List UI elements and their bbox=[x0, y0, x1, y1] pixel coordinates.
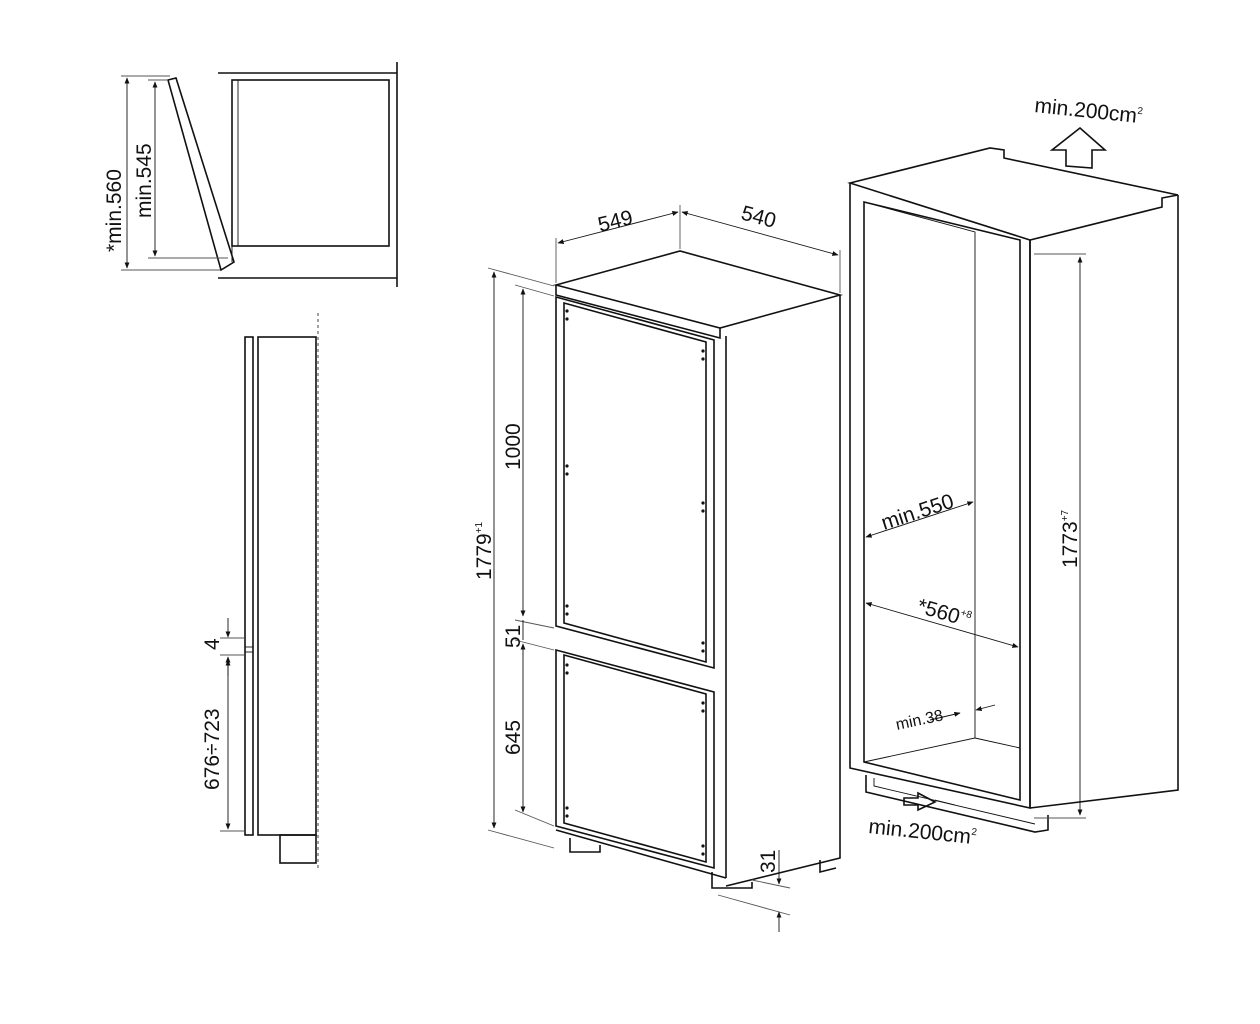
dim-gap-label: 4 bbox=[201, 638, 224, 650]
dim-inner-label: min.545 bbox=[133, 143, 156, 218]
dim-width-label: 549 bbox=[596, 206, 636, 237]
dim-upper-door-label: 1000 bbox=[502, 423, 525, 470]
vent-top-label: min.200cm2 bbox=[1033, 94, 1144, 128]
dim-outer-label: *min.560 bbox=[103, 169, 126, 252]
vent-bottom-label: min.200cm2 bbox=[867, 815, 978, 849]
dim-min38-label: min.38 bbox=[894, 707, 945, 734]
dim-door-gap-label: 51 bbox=[502, 625, 525, 648]
dim-niche-height-label: 1773+7 bbox=[1059, 509, 1082, 568]
dim-depth-label: 540 bbox=[739, 202, 779, 233]
side-view: 4 676÷723 bbox=[201, 313, 319, 870]
niche-view: min.200cm2 min.200cm2 min.550 *560+8 min… bbox=[847, 94, 1179, 849]
dim-niche-width-label: *560+8 bbox=[915, 595, 974, 632]
dim-lower-door-label: 645 bbox=[502, 720, 525, 755]
dim-door-label: 676÷723 bbox=[201, 708, 224, 790]
dim-niche-depth-label: min.550 bbox=[878, 490, 956, 535]
fridge-view: 549 540 1779+1 1000 51 645 31 bbox=[473, 202, 844, 932]
dim-foot-label: 31 bbox=[757, 850, 780, 873]
top-view: *min.560 min.545 bbox=[103, 62, 398, 287]
dim-height-label: 1779+1 bbox=[473, 521, 496, 580]
